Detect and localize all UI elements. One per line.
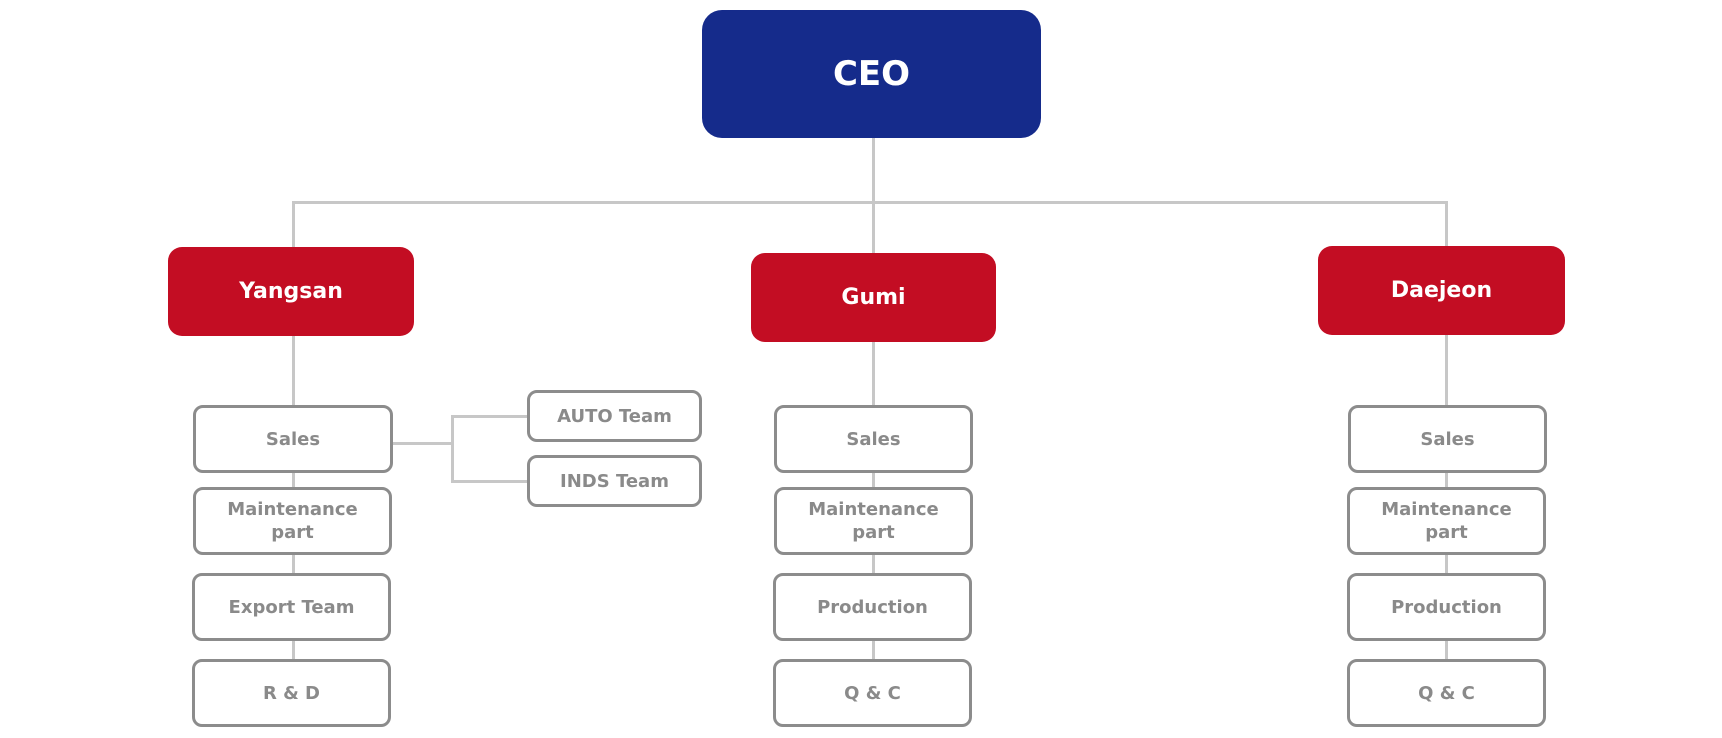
department-label: Q & C: [1418, 682, 1475, 704]
ceo-box: CEO: [702, 10, 1041, 138]
inds-team-connector: [451, 480, 528, 483]
branch-daejeon: Daejeon: [1318, 246, 1565, 335]
gumi-maintenance-box: Maintenance part: [774, 487, 973, 555]
yangsan-maintenance-box: Maintenance part: [193, 487, 392, 555]
branch-label: Yangsan: [239, 279, 343, 304]
department-label: Maintenance part: [808, 499, 939, 543]
sub-team-label: AUTO Team: [557, 405, 672, 427]
department-label: Production: [1391, 596, 1502, 618]
yangsan-sales-box: Sales: [193, 405, 393, 473]
branch-bus-connector: [292, 201, 1448, 204]
yangsan-drop-connector: [292, 201, 295, 248]
gumi-production-box: Production: [773, 573, 972, 641]
ceo-connector: [872, 137, 875, 203]
department-label: Sales: [846, 428, 901, 450]
gumi-qc-box: Q & C: [773, 659, 972, 727]
department-label: Production: [817, 596, 928, 618]
branch-yangsan: Yangsan: [168, 247, 414, 336]
department-label: R & D: [262, 682, 321, 704]
sub-team-label: INDS Team: [560, 470, 669, 492]
auto-team-connector: [451, 415, 528, 418]
auto-team-box: AUTO Team: [527, 390, 702, 442]
department-label: Sales: [1420, 428, 1475, 450]
branch-label: Gumi: [841, 285, 906, 310]
inds-team-box: INDS Team: [527, 455, 702, 507]
department-label: Sales: [265, 428, 321, 450]
yangsan-export-team-box: Export Team: [192, 573, 391, 641]
branch-gumi: Gumi: [751, 253, 996, 342]
department-label: Maintenance part: [1381, 499, 1512, 543]
yangsan-rd-box: R & D: [192, 659, 391, 727]
sub-team-horizontal-connector: [392, 442, 453, 445]
daejeon-sales-box: Sales: [1348, 405, 1547, 473]
gumi-drop-connector: [872, 201, 875, 254]
sub-team-vertical-connector: [451, 415, 454, 482]
gumi-sales-box: Sales: [774, 405, 973, 473]
department-label: Export Team: [228, 596, 355, 618]
ceo-label: CEO: [832, 54, 911, 94]
department-label: Maintenance part: [227, 499, 358, 543]
branch-label: Daejeon: [1390, 278, 1493, 303]
daejeon-drop-connector: [1445, 201, 1448, 247]
daejeon-maintenance-box: Maintenance part: [1347, 487, 1546, 555]
department-label: Q & C: [844, 682, 901, 704]
daejeon-qc-box: Q & C: [1347, 659, 1546, 727]
daejeon-production-box: Production: [1347, 573, 1546, 641]
